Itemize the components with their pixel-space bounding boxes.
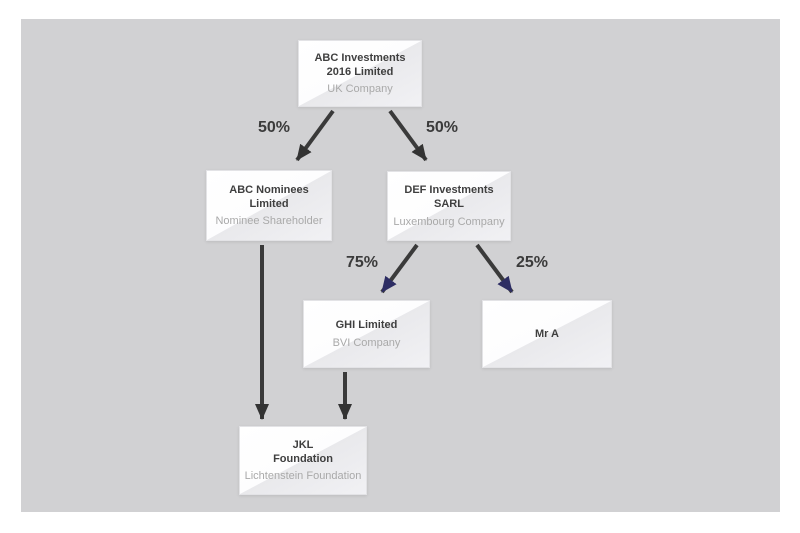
edge-label-abc-def: 50%: [425, 119, 459, 136]
node-abc-nominees: ABC Nominees Limited Nominee Shareholder: [206, 170, 332, 241]
node-subtitle: UK Company: [327, 83, 393, 96]
node-subtitle: Nominee Shareholder: [215, 215, 323, 228]
node-title: ABC Investments 2016 Limited: [314, 51, 406, 78]
node-title: DEF Investments SARL: [404, 184, 494, 211]
node-subtitle: Luxembourg Company: [393, 215, 505, 228]
node-mr-a: Mr A: [482, 300, 612, 368]
node-subtitle: BVI Company: [332, 336, 401, 349]
node-title: ABC Nominees Limited: [229, 183, 309, 210]
edge-label-abc-nominees: 50%: [257, 119, 291, 136]
node-def-investments: DEF Investments SARL Luxembourg Company: [387, 171, 511, 241]
node-ghi-limited: GHI Limited BVI Company: [303, 300, 430, 368]
edge-label-def-ghi: 75%: [345, 254, 379, 271]
node-jkl-foundation: JKL Foundation Lichtenstein Foundation: [239, 426, 367, 495]
node-subtitle: Lichtenstein Foundation: [244, 470, 362, 483]
node-title: JKL Foundation: [273, 438, 333, 465]
edge-label-def-mra: 25%: [515, 254, 549, 271]
node-title: Mr A: [534, 327, 560, 340]
node-title: GHI Limited: [335, 319, 398, 332]
node-abc-investments: ABC Investments 2016 Limited UK Company: [298, 40, 422, 107]
